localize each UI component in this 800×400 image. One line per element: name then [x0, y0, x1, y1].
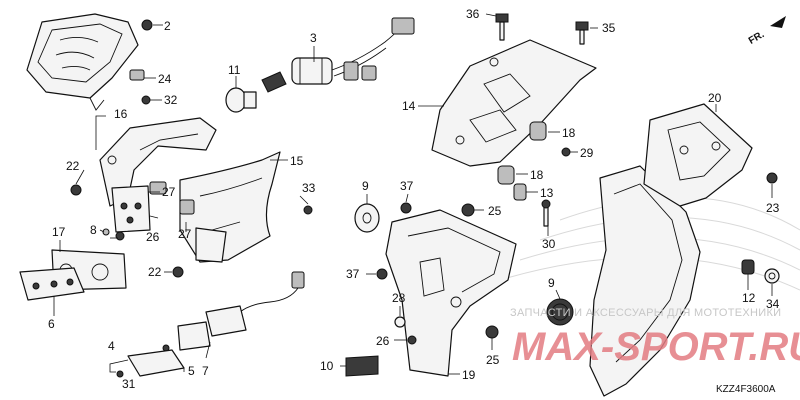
bolt-37-upper: [400, 202, 412, 214]
callout-36: 36: [466, 7, 480, 21]
rubber-18-lower: [497, 165, 515, 185]
callout-10: 10: [320, 359, 334, 373]
bracket-27: [111, 181, 227, 263]
washer-8: [102, 228, 110, 236]
socket-harness-3: [261, 17, 415, 93]
callout-22-upper: 22: [66, 159, 80, 173]
clip-24: [129, 69, 145, 81]
bolt-30: [541, 199, 551, 227]
callout-31: 31: [122, 377, 136, 391]
callout-13: 13: [540, 186, 554, 200]
callout-24: 24: [158, 72, 172, 86]
callout-15: 15: [290, 154, 304, 168]
callout-35: 35: [602, 21, 616, 35]
callout-3: 3: [310, 31, 317, 45]
nut-26-right: [407, 335, 417, 345]
stay-14: [431, 39, 597, 167]
collar-13: [513, 183, 527, 201]
callout-4: 4: [108, 339, 115, 353]
callout-32: 32: [164, 93, 178, 107]
callout-33: 33: [302, 181, 316, 195]
callout-22-lower: 22: [148, 265, 162, 279]
license-light-6: [19, 267, 85, 301]
callout-8: 8: [90, 223, 97, 237]
callout-7: 7: [202, 364, 209, 378]
nut-25-lower: [485, 325, 499, 339]
callout-9-right: 9: [548, 276, 555, 290]
callout-25-lower: 25: [486, 353, 500, 367]
callout-20: 20: [708, 91, 722, 105]
bolt-37-lower: [376, 268, 388, 280]
callout-29: 29: [580, 146, 594, 160]
callout-37-lower: 37: [346, 267, 360, 281]
nut-26-left: [115, 231, 125, 241]
callout-5: 5: [188, 364, 195, 378]
leader-lines: [53, 13, 773, 375]
lens-5: [127, 349, 185, 377]
callout-9-left: 9: [362, 179, 369, 193]
nut-25-upper: [461, 203, 475, 217]
bulb-11: [225, 87, 257, 113]
callout-14: 14: [402, 99, 416, 113]
collar-12: [741, 259, 755, 275]
screw-31: [116, 370, 124, 378]
callout-11: 11: [228, 63, 241, 77]
bolt-29: [561, 147, 571, 157]
bolt-36: [495, 13, 509, 41]
bolt-23: [766, 172, 778, 184]
license-bracket-19: [385, 209, 517, 377]
screw-33: [303, 205, 313, 215]
rubber-18-upper: [529, 121, 547, 141]
callout-27-left: 27: [178, 227, 192, 241]
callout-18-lower: 18: [530, 168, 544, 182]
rear-fender-20: [589, 103, 753, 397]
bolt-2: [141, 19, 153, 31]
screw-22-upper: [70, 184, 82, 196]
callout-25-upper: 25: [488, 204, 502, 218]
grommet-9-right: [546, 298, 574, 326]
callout-26-left: 26: [146, 230, 160, 244]
diagram-code: KZZ4F3600A: [716, 384, 776, 395]
callout-16: 16: [114, 107, 128, 121]
taillight-lens: [26, 13, 139, 111]
front-direction-label: FR.: [747, 29, 767, 47]
license-light-harness: [162, 271, 305, 352]
callout-18-upper: 18: [562, 126, 576, 140]
collar-28: [394, 316, 406, 328]
callout-labels: 2 3 11 24 32 16 15 22 33 27 27 8 26 17 2…: [48, 7, 780, 391]
callout-37-upper: 37: [400, 179, 414, 193]
cover-15: [179, 151, 281, 263]
callout-2: 2: [164, 19, 171, 33]
callout-23: 23: [766, 201, 780, 215]
reflector-10: [345, 355, 379, 377]
cap-34: [764, 268, 780, 284]
callout-34: 34: [766, 297, 780, 311]
screw-22-lower: [172, 266, 184, 278]
callout-27-right: 27: [162, 185, 176, 199]
callout-19: 19: [462, 368, 476, 382]
callout-30: 30: [542, 237, 556, 251]
callout-6: 6: [48, 317, 55, 331]
callout-17: 17: [52, 225, 66, 239]
bolt-35: [575, 21, 589, 45]
watermark-logo: MAX-SPORT.RU: [512, 325, 800, 369]
screw-32: [141, 95, 151, 105]
callout-12: 12: [742, 291, 756, 305]
front-direction-arrow: FR.: [747, 16, 786, 47]
callout-28: 28: [392, 291, 406, 305]
grommet-9-left: [354, 203, 380, 233]
callout-26-right: 26: [376, 334, 390, 348]
watermark-text: ЗАПЧАСТИ И АКСЕССУАРЫ ДЛЯ МОТОТЕХНИКИ: [510, 307, 781, 319]
